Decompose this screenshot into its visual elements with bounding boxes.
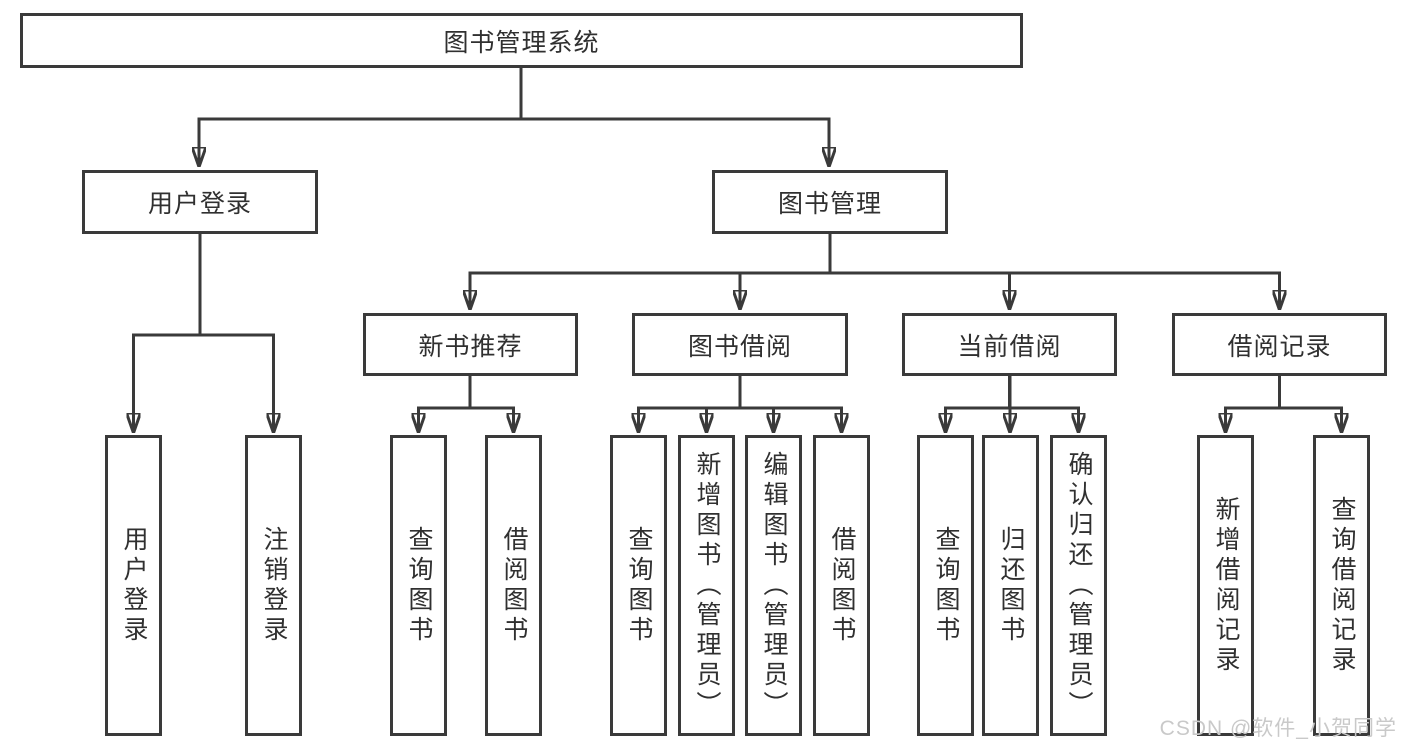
connector-root-to-book-management bbox=[519, 67, 829, 166]
node-new-book-recommend: 新书推荐 bbox=[363, 313, 578, 376]
leaf-cb-query-books: 查询图书 bbox=[917, 435, 974, 736]
leaf-cb-confirm-return-admin-label: 确认归还（管理员） bbox=[1065, 450, 1093, 721]
leaf-bb-borrow-books: 借阅图书 bbox=[813, 435, 870, 736]
leaf-user-login-label: 用户登录 bbox=[120, 525, 148, 646]
leaf-cb-return-books-label: 归还图书 bbox=[997, 525, 1025, 646]
leaf-bb-edit-books-admin: 编辑图书（管理员） bbox=[745, 435, 802, 736]
leaf-bb-borrow-books-label: 借阅图书 bbox=[828, 525, 856, 646]
connector-bookmgmt-to-new-book bbox=[470, 233, 832, 309]
connector-bookmgmt-to-current-borrow bbox=[828, 233, 1010, 309]
leaf-bb-query-books-label: 查询图书 bbox=[625, 525, 653, 646]
connector-bookborrow-to-add bbox=[707, 375, 742, 432]
node-root: 图书管理系统 bbox=[20, 13, 1023, 68]
leaf-cb-return-books: 归还图书 bbox=[982, 435, 1039, 736]
connector-currentborrow-to-query bbox=[946, 375, 1011, 432]
connector-bookborrow-to-query bbox=[639, 375, 742, 432]
connector-userlogin-to-leaf-logout bbox=[198, 233, 274, 432]
leaf-nb-borrow-books-label: 借阅图书 bbox=[500, 525, 528, 646]
connector-records-to-query bbox=[1278, 375, 1342, 432]
leaf-nb-query-books-label: 查询图书 bbox=[405, 525, 433, 646]
leaf-logout: 注销登录 bbox=[245, 435, 302, 736]
connector-root-to-user-login bbox=[199, 67, 523, 166]
connector-newbook-to-borrow bbox=[468, 375, 514, 432]
connector-newbook-to-query bbox=[419, 375, 472, 432]
leaf-br-add-record-label: 新增借阅记录 bbox=[1212, 495, 1240, 676]
leaf-br-query-record: 查询借阅记录 bbox=[1313, 435, 1370, 736]
node-current-borrow: 当前借阅 bbox=[902, 313, 1117, 376]
leaf-logout-label: 注销登录 bbox=[260, 525, 288, 646]
leaf-user-login: 用户登录 bbox=[105, 435, 162, 736]
node-book-management: 图书管理 bbox=[712, 170, 948, 234]
watermark: CSDN @软件_小贺同学 bbox=[1159, 717, 1397, 740]
connector-userlogin-to-leaf-login bbox=[134, 233, 202, 432]
node-user-login: 用户登录 bbox=[82, 170, 318, 234]
connector-records-to-add bbox=[1226, 375, 1281, 432]
node-borrow-records: 借阅记录 bbox=[1172, 313, 1387, 376]
leaf-br-add-record: 新增借阅记录 bbox=[1197, 435, 1254, 736]
node-book-borrow: 图书借阅 bbox=[632, 313, 848, 376]
leaf-bb-edit-books-admin-label: 编辑图书（管理员） bbox=[760, 450, 788, 721]
leaf-bb-add-books-admin: 新增图书（管理员） bbox=[678, 435, 735, 736]
connector-bookmgmt-to-borrow-records bbox=[828, 233, 1280, 309]
leaf-cb-confirm-return-admin: 确认归还（管理员） bbox=[1050, 435, 1107, 736]
leaf-bb-query-books: 查询图书 bbox=[610, 435, 667, 736]
connector-currentborrow-to-confirm bbox=[1008, 375, 1079, 432]
leaf-cb-query-books-label: 查询图书 bbox=[932, 525, 960, 646]
connector-bookborrow-to-borrow bbox=[738, 375, 842, 432]
leaf-bb-add-books-admin-label: 新增图书（管理员） bbox=[693, 450, 721, 721]
leaf-nb-query-books: 查询图书 bbox=[390, 435, 447, 736]
leaf-nb-borrow-books: 借阅图书 bbox=[485, 435, 542, 736]
connector-bookborrow-to-edit bbox=[738, 375, 774, 432]
connector-bookmgmt-to-book-borrow bbox=[740, 233, 832, 309]
leaf-br-query-record-label: 查询借阅记录 bbox=[1328, 495, 1356, 676]
